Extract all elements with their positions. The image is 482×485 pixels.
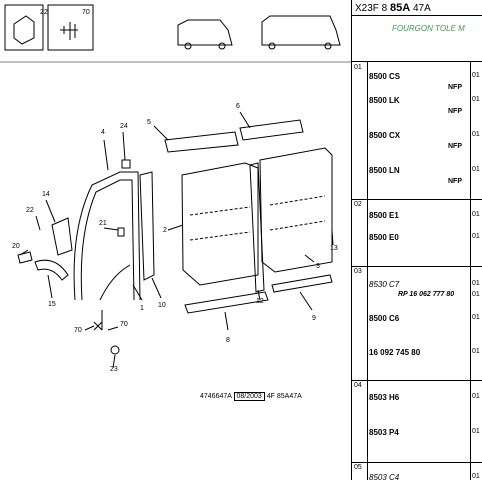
header-code: 85A <box>390 2 411 14</box>
clip-icon <box>13 15 35 45</box>
group-number: 01 <box>354 64 362 71</box>
part-ref[interactable]: 8500 E1 <box>369 211 399 220</box>
callout-14: 14 <box>42 191 50 198</box>
drawing-date: 08/2003 <box>233 392 265 401</box>
group-04: 04 8503 H6 01 8503 P4 01 <box>352 380 482 463</box>
side-panel-2 <box>181 162 259 286</box>
fastener-70a <box>93 321 103 331</box>
parts-list-panel: X23F 8 85A 47A FOURGON TOLE M 01 8500 CS… <box>351 0 482 482</box>
group-05: 05 8503 C4 01 <box>352 462 482 482</box>
drawing-ref: 4F 85A47A <box>266 393 302 400</box>
model-subtitle-box: FOURGON TOLE M <box>352 16 482 62</box>
wheel-arch-15 <box>34 259 69 281</box>
part-qty: 01 <box>472 131 480 138</box>
parts-diagram: 22 70 4 24 5 6 14 22 21 2 20 13 3 15 1 1… <box>0 4 351 401</box>
part-qty: 01 <box>472 473 480 480</box>
pillar-10 <box>139 171 155 281</box>
group-03: 03 8530 C7 01 RP 16 062 777 80 01 8500 C… <box>352 266 482 381</box>
part-ref[interactable]: 16 092 745 80 <box>369 348 421 357</box>
drawing-footer: 4746647A 08/2003 4F 85A47A <box>200 392 302 401</box>
side-panel-3 <box>259 147 333 273</box>
callout-70b: 70 <box>120 321 128 328</box>
callout-22b: 22 <box>26 207 34 214</box>
part-qty: 01 <box>472 72 480 79</box>
part-note: NFP <box>448 108 462 115</box>
screw-inset-box <box>47 4 94 51</box>
part-ref[interactable]: 8503 P4 <box>369 428 399 437</box>
part-ref[interactable]: 8503 C4 <box>369 473 400 482</box>
door-frame-part <box>73 171 141 301</box>
group-number: 02 <box>354 201 362 208</box>
group-01: 01 8500 CS 01 NFP 8500 LK 01 NFP 8500 CX… <box>352 62 482 200</box>
part-ref[interactable]: 8500 LK <box>369 96 400 105</box>
callout-8: 8 <box>226 337 230 344</box>
replacement-ref[interactable]: RP 16 062 777 80 <box>398 291 455 298</box>
van-icon-2 <box>261 15 341 46</box>
callout-15: 15 <box>48 301 56 308</box>
callout-70c: 70 <box>74 327 82 334</box>
part-ref[interactable]: 8503 H6 <box>369 393 400 402</box>
callout-5: 5 <box>147 119 151 126</box>
part-qty: 01 <box>472 314 480 321</box>
clip-21 <box>117 227 125 237</box>
part-ref[interactable]: 8500 CS <box>369 72 401 81</box>
callout-4: 4 <box>101 129 105 136</box>
clip-20 <box>17 251 33 264</box>
part-note: NFP <box>448 178 462 185</box>
group-number: 05 <box>354 464 362 471</box>
callout-6: 6 <box>236 103 240 110</box>
part-ref[interactable]: 8500 LN <box>369 166 400 175</box>
header-prefix: X23F 8 <box>355 3 388 14</box>
part-note: NFP <box>448 143 462 150</box>
part-qty: 01 <box>472 166 480 173</box>
pillar-12 <box>249 162 265 293</box>
sill-9 <box>271 274 333 293</box>
callout-23: 23 <box>110 366 118 373</box>
clip-inset-box <box>4 4 44 51</box>
page-header: X23F 8 85A 47A <box>352 0 482 16</box>
part-qty: 01 <box>472 233 480 240</box>
part-ref[interactable]: 8530 C7 <box>369 280 400 289</box>
part-ref[interactable]: 8500 E0 <box>369 233 399 242</box>
roof-rail-5 <box>164 131 239 153</box>
part-qty: 01 <box>472 348 480 355</box>
sill-8 <box>184 291 269 314</box>
van-icon-1 <box>177 19 233 46</box>
model-subtitle: FOURGON TOLE M <box>392 24 465 33</box>
callout-9: 9 <box>312 315 316 322</box>
screw-icon <box>60 22 78 40</box>
part-ref[interactable]: 8500 CX <box>369 131 401 140</box>
header-suffix: 47A <box>413 3 431 14</box>
part-qty: 01 <box>472 393 480 400</box>
callout-12: 12 <box>256 298 264 305</box>
callout-20: 20 <box>12 243 20 250</box>
part-qty: 01 <box>472 428 480 435</box>
callout-22a: 22 <box>40 9 48 16</box>
exploded-view: 22 70 4 24 5 6 14 22 21 2 20 13 3 15 1 1… <box>0 4 351 373</box>
part-note: NFP <box>448 84 462 91</box>
callout-24: 24 <box>120 123 128 130</box>
plug-24 <box>121 159 131 169</box>
group-02: 02 8500 E1 01 8500 E0 01 <box>352 199 482 267</box>
callout-13: 13 <box>330 245 338 252</box>
fastener-23 <box>110 345 120 355</box>
group-number: 03 <box>354 268 362 275</box>
callout-21: 21 <box>99 220 107 227</box>
part-qty: 01 <box>472 291 480 298</box>
callout-1: 1 <box>140 305 144 312</box>
part-qty: 01 <box>472 280 480 287</box>
callout-2: 2 <box>163 227 167 234</box>
part-ref[interactable]: 8500 C6 <box>369 314 400 323</box>
callout-70a: 70 <box>82 9 90 16</box>
callout-3: 3 <box>316 263 320 270</box>
part-qty: 01 <box>472 211 480 218</box>
bracket-14 <box>51 217 73 256</box>
roof-rail-6 <box>239 119 304 141</box>
callout-10: 10 <box>158 302 166 309</box>
drawing-code: 4746647A <box>200 393 232 400</box>
part-qty: 01 <box>472 96 480 103</box>
group-number: 04 <box>354 382 362 389</box>
